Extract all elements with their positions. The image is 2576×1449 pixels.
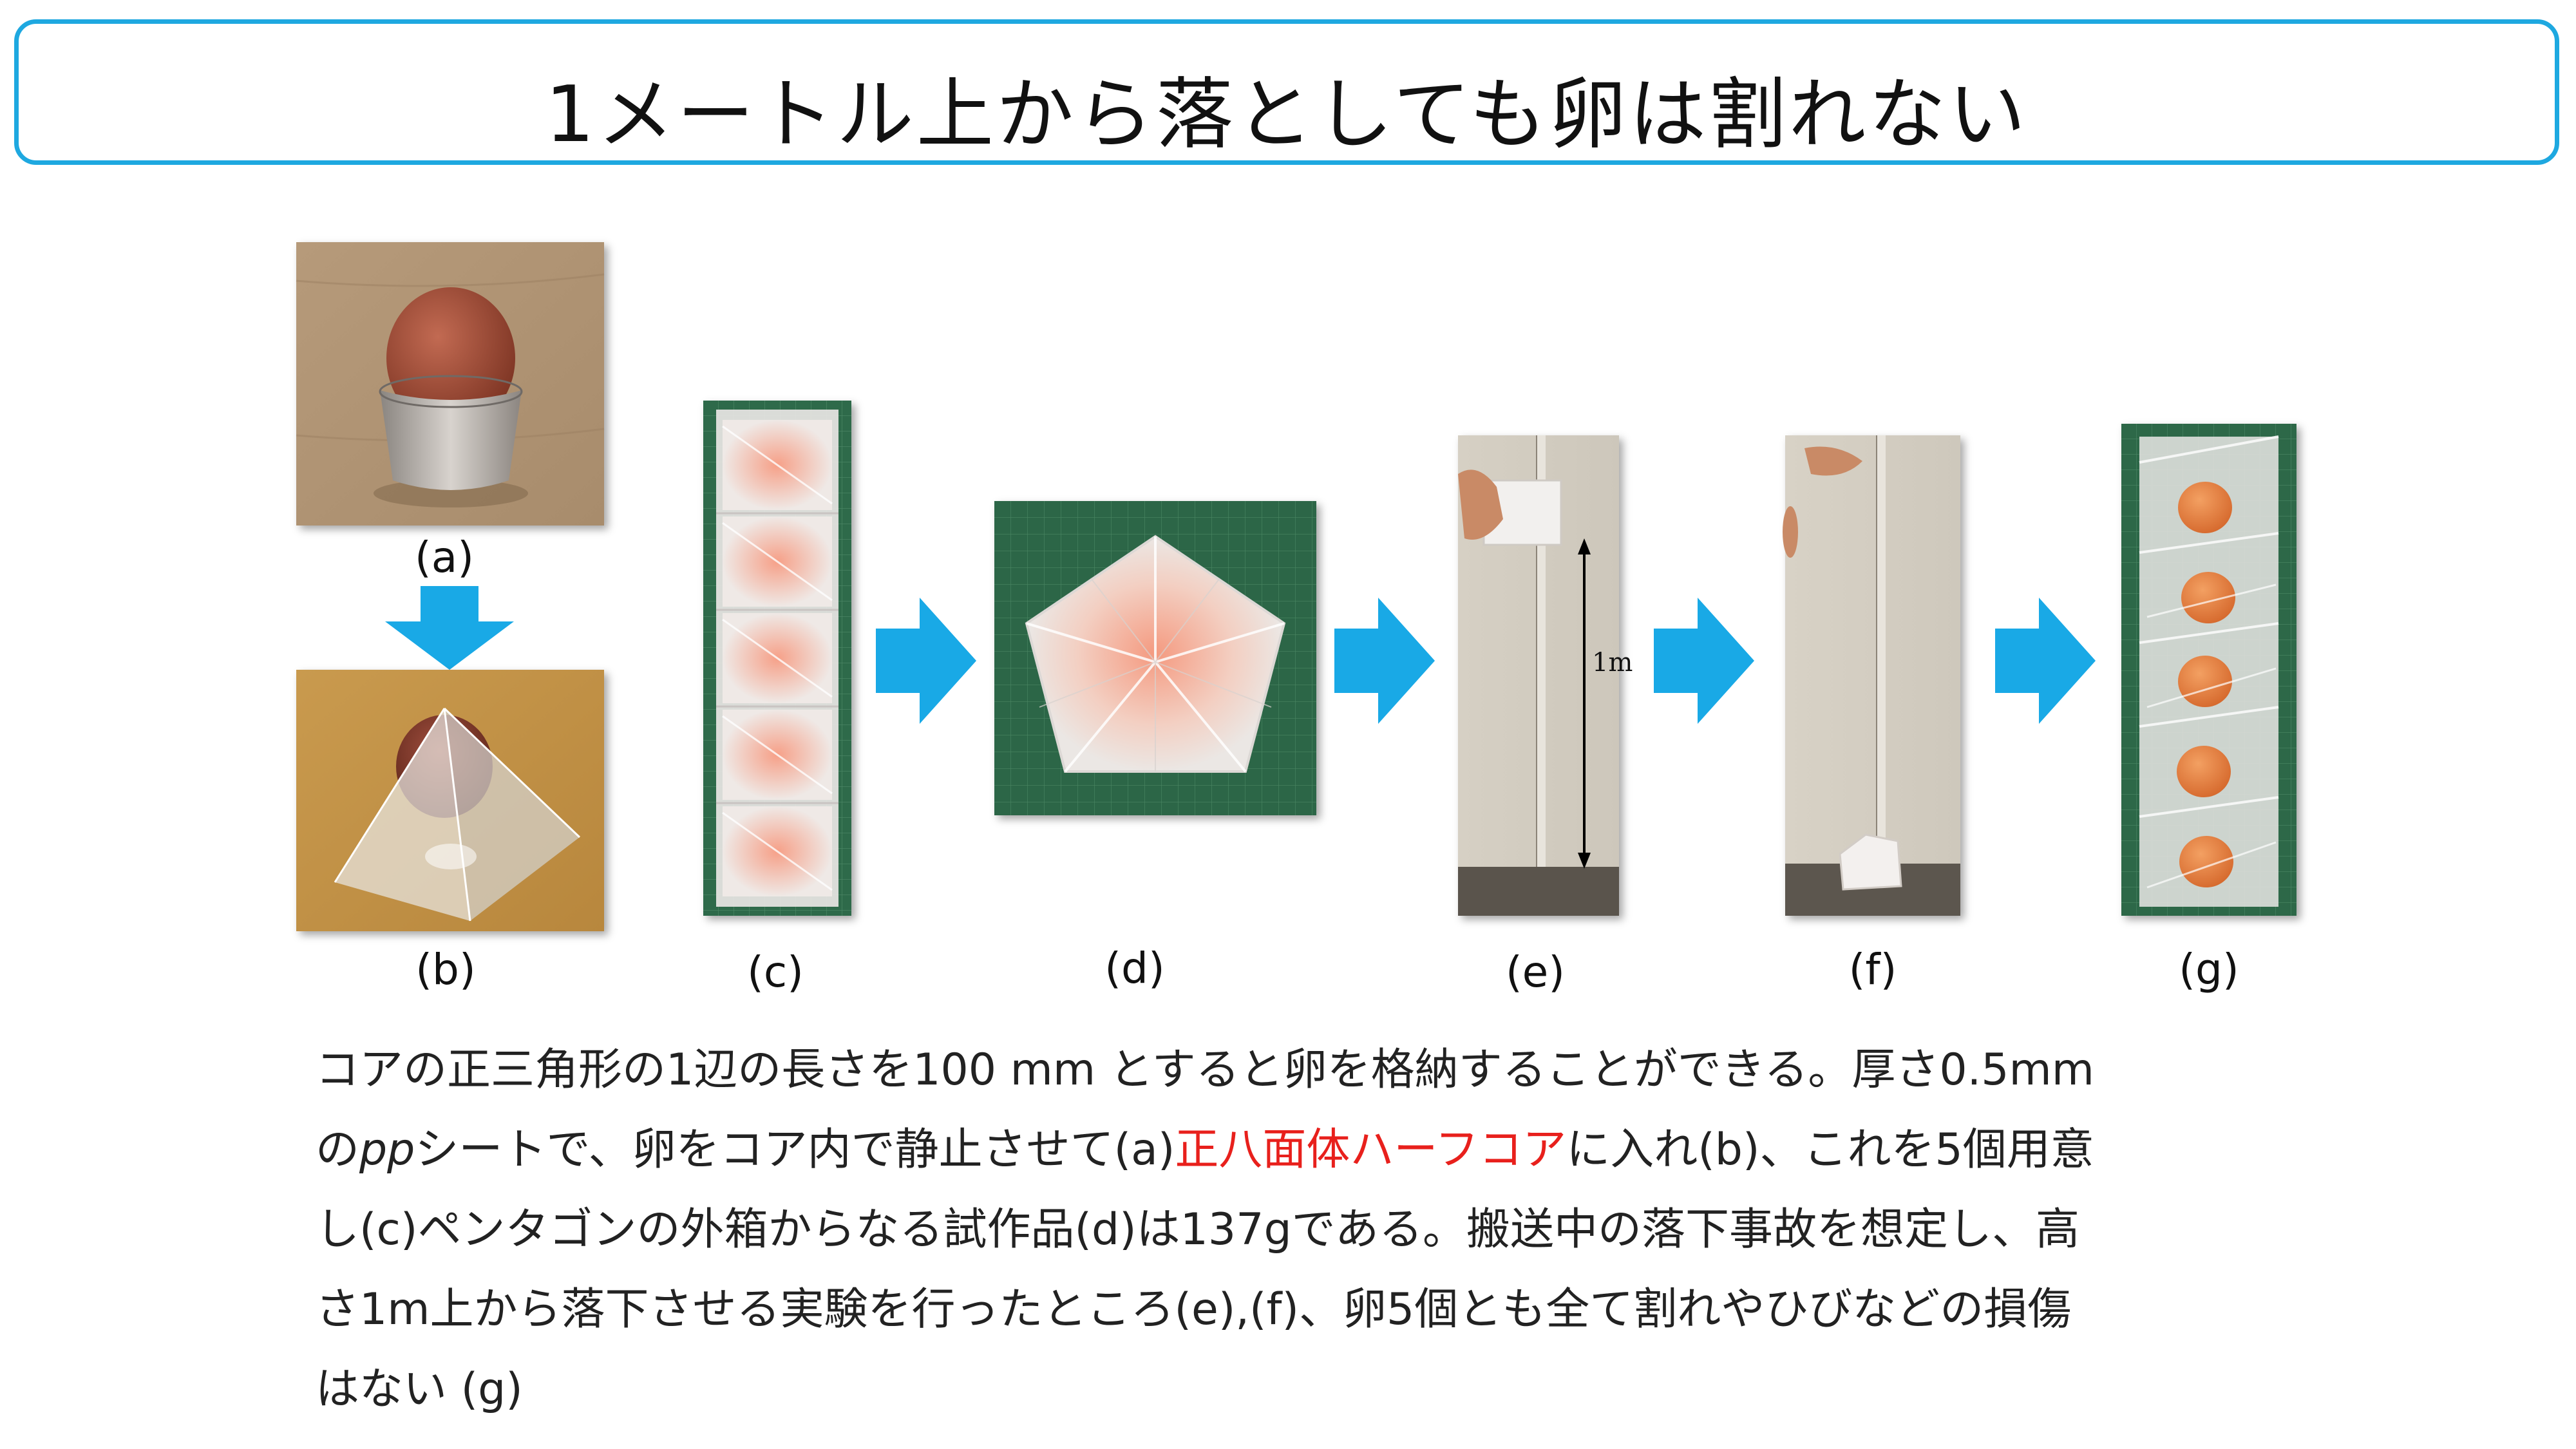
photo-c-five-cores-strip	[703, 401, 851, 916]
down-arrow-icon	[385, 586, 514, 670]
photo-b-pyramid-half-core	[296, 670, 604, 931]
highlight-term: 正八面体ハーフコア	[1175, 1124, 1567, 1175]
caption-a: (a)	[415, 533, 474, 582]
title-box: 1メートル上から落としても卵は割れない	[14, 19, 2559, 165]
caption-f: (f)	[1848, 945, 1897, 994]
description-line-2-italic: pp	[359, 1124, 415, 1175]
description-line-5: はない (g)	[316, 1364, 523, 1415]
description-line-1: コアの正三角形の1辺の長さを100 mm とすると卵を格納することができる。厚さ…	[316, 1045, 2094, 1095]
height-label-1m: 1m	[1592, 648, 1633, 677]
caption-c: (c)	[747, 947, 804, 997]
caption-b: (b)	[415, 945, 476, 994]
page-title: 1メートル上から落としても卵は割れない	[545, 70, 2029, 160]
description-text: コアの正三角形の1辺の長さを100 mm とすると卵を格納することができる。厚さ…	[316, 1030, 2312, 1430]
right-arrow-icon-2	[1334, 598, 1435, 724]
description-line-4: さ1m上から落下させる実験を行ったところ(e),(f)、卵5個とも全て割れやひび…	[316, 1284, 2072, 1335]
right-arrow-icon-3	[1654, 598, 1754, 724]
photo-e-drop-setup: 1m	[1458, 435, 1633, 916]
caption-d: (d)	[1104, 943, 1165, 993]
photo-d-pentagon-box	[994, 501, 1316, 815]
description-line-2-mid: シートで、卵をコア内で静止させて(a)	[415, 1124, 1175, 1175]
description-line-2-pre: の	[316, 1124, 360, 1175]
photo-f-after-drop	[1783, 435, 1960, 916]
description-line-2: のppシートで、卵をコア内で静止させて(a)正八面体ハーフコアに入れ(b)、これ…	[316, 1110, 2312, 1190]
photo-a-egg-in-cup	[296, 242, 605, 526]
caption-e: (e)	[1505, 947, 1566, 997]
photo-g-eggs-intact	[2121, 424, 2297, 916]
right-arrow-icon-1	[876, 598, 976, 724]
right-arrow-icon-4	[1995, 598, 2096, 724]
description-line-3: し(c)ペンタゴンの外箱からなる試作品(d)は137gである。搬送中の落下事故を…	[316, 1204, 2079, 1255]
caption-g: (g)	[2179, 945, 2239, 994]
description-line-2-post: に入れ(b)、これを5個用意	[1566, 1124, 2094, 1175]
